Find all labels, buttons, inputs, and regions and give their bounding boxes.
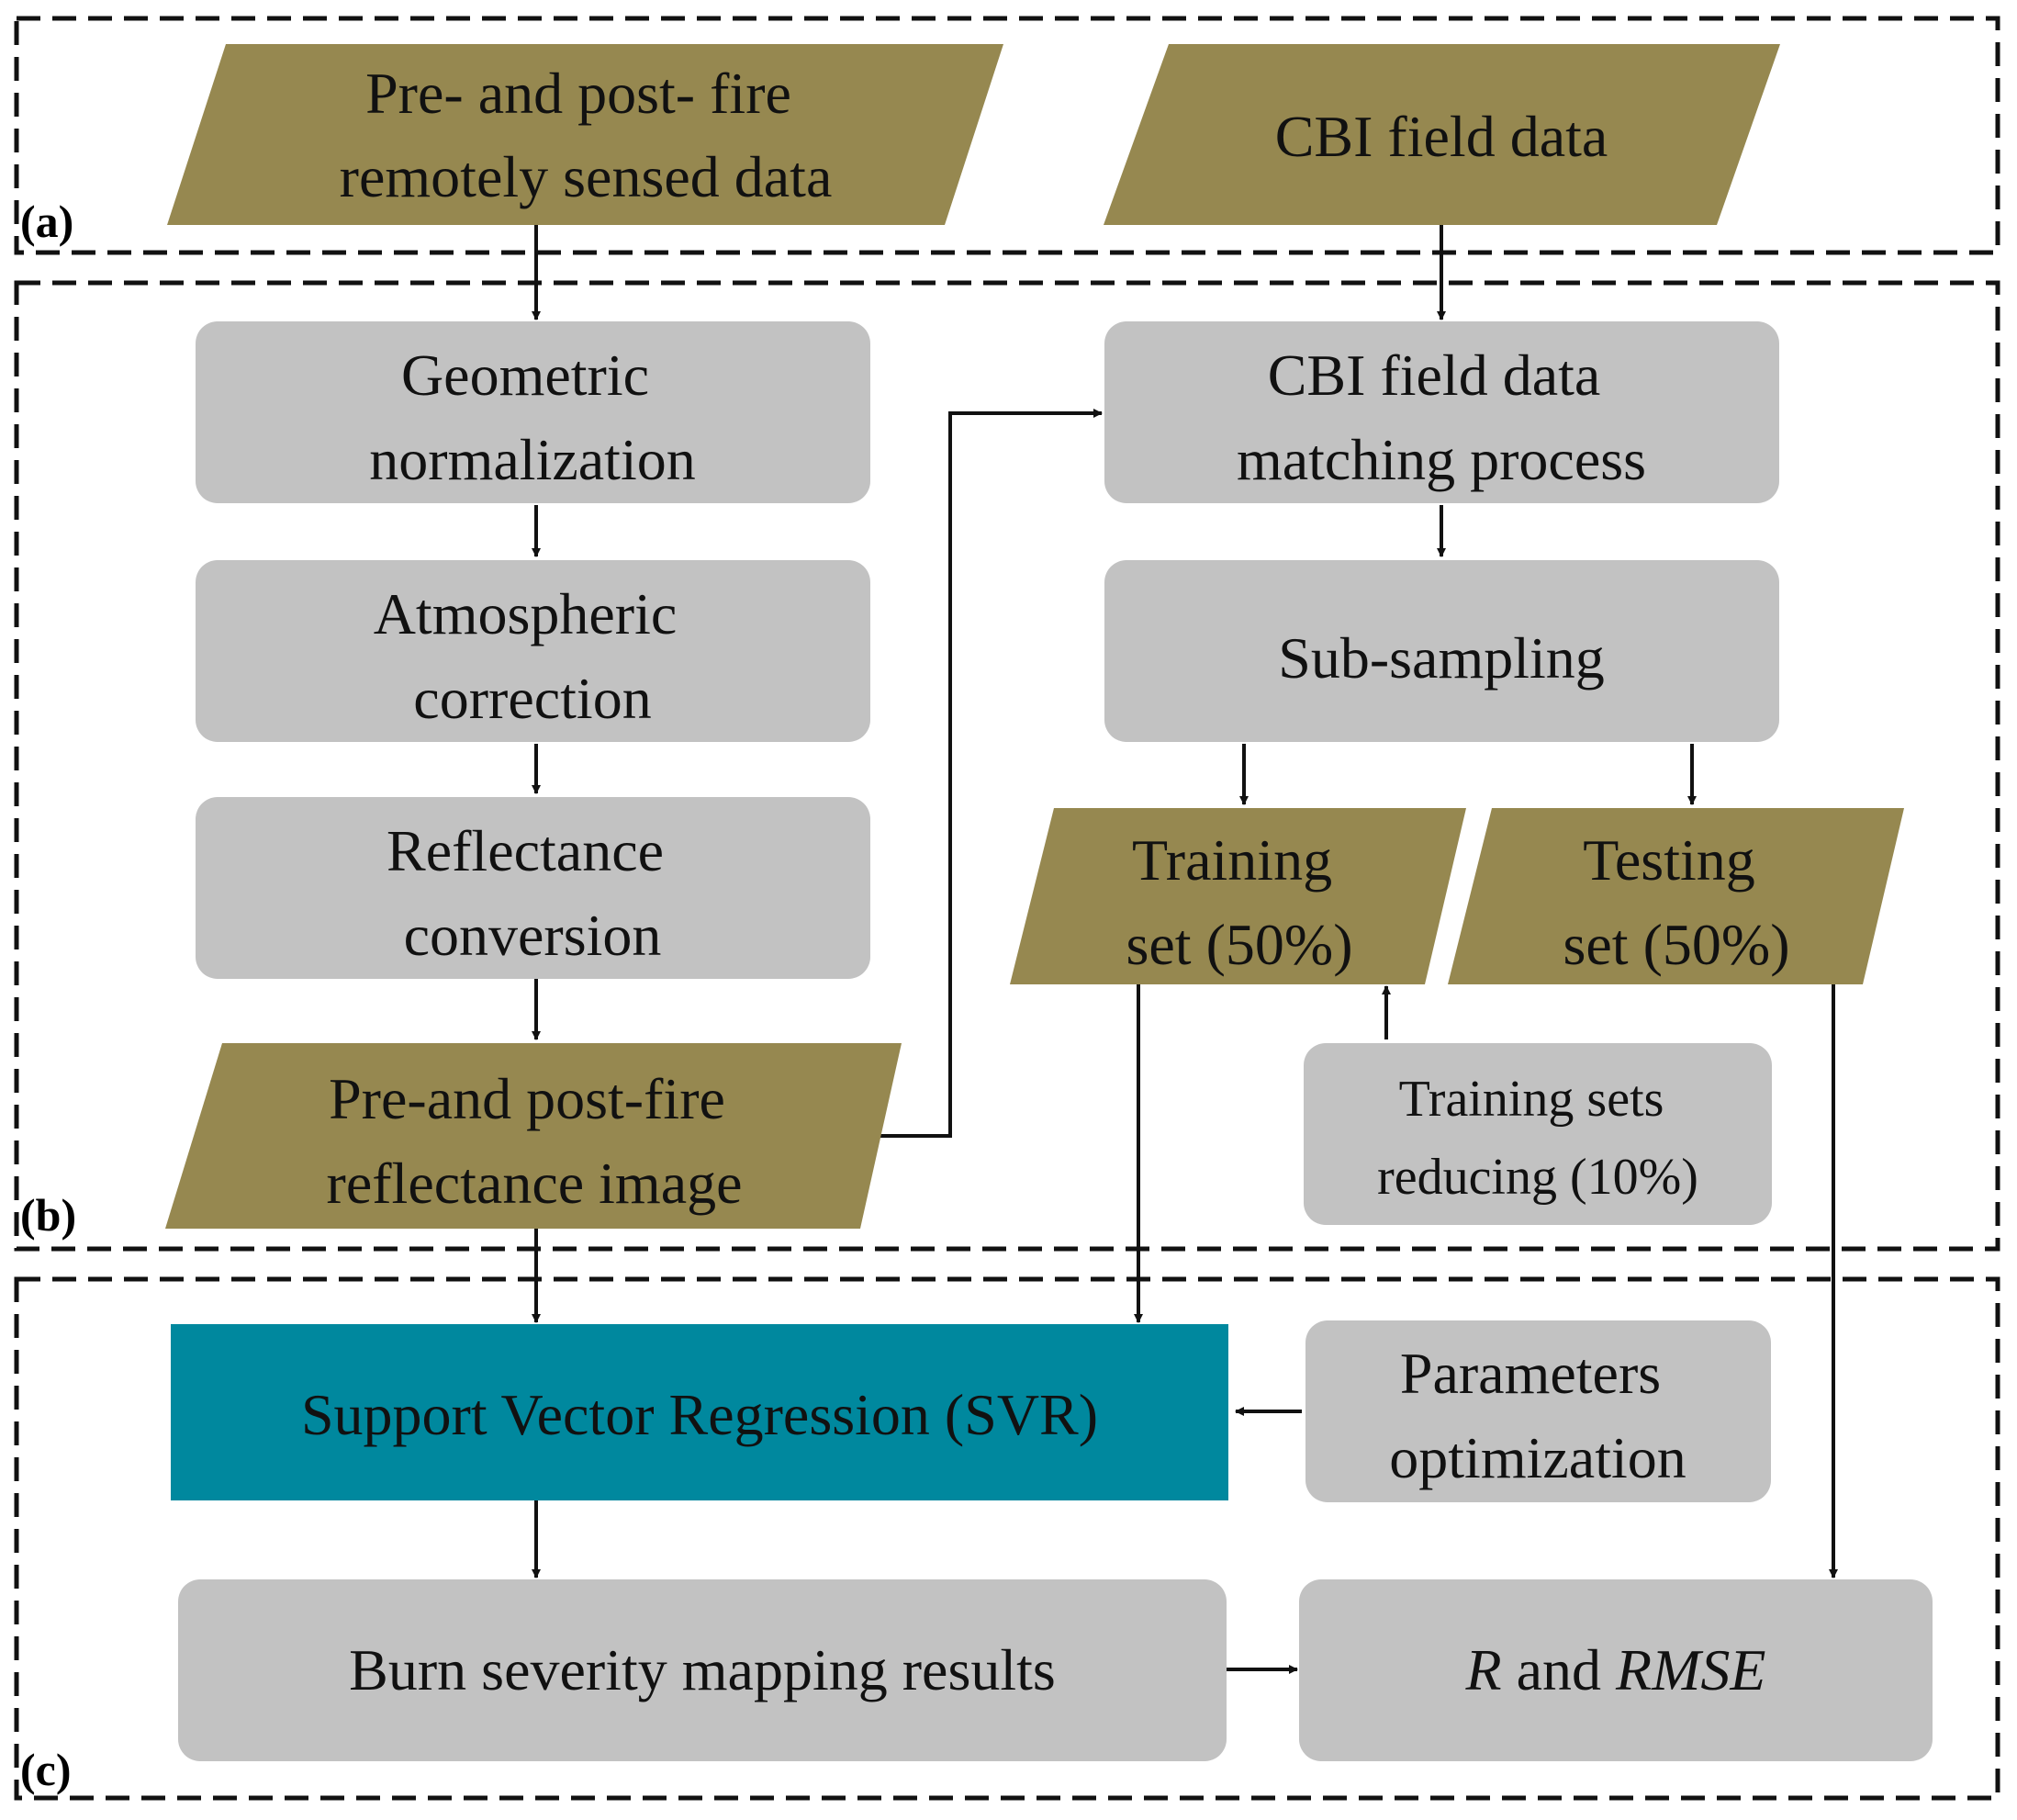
remote-data-line-2: remotely sensed data	[340, 144, 833, 209]
svg-text:Burn severity mapping results: Burn severity mapping results	[349, 1637, 1056, 1702]
svr-shape	[171, 1324, 1228, 1500]
svg-text:Geometric normalization: Geometric normalization	[369, 343, 695, 492]
svg-text:Testing set (50%): Testing set (50%)	[1563, 827, 1789, 977]
geometric-line-1: Geometric	[401, 343, 649, 408]
svg-text:Parameters optimization: Parameters optimization	[1389, 1341, 1686, 1490]
training-set-line-1: Training	[1132, 827, 1332, 893]
svr-line-1: Support Vector Regression (SVR)	[301, 1382, 1098, 1447]
metrics-shape	[1299, 1579, 1933, 1761]
node-r-and-rmse: R and RMSE	[1299, 1579, 1933, 1761]
section-b-label: (b)	[20, 1189, 76, 1241]
geometric-shape	[196, 321, 870, 503]
svg-text:Training set (50%): Training set (50%)	[1126, 827, 1352, 977]
reflectance-conversion-line-1: Reflectance	[387, 818, 664, 883]
metrics-and: and	[1502, 1637, 1616, 1702]
training-set-shape	[1010, 808, 1466, 984]
node-geometric-normalization: Geometric normalization	[196, 321, 870, 503]
burn-results-shape	[178, 1579, 1227, 1761]
svg-text:CBI field data matching: CBI field data matching process	[1237, 343, 1646, 492]
node-remote-data: Pre- and post- fire remotely sensed data	[167, 44, 1003, 225]
reflectance-image-line-1: Pre-and post-fire	[329, 1066, 725, 1131]
testing-set-line-1: Testing	[1583, 827, 1755, 893]
parameters-line-1: Parameters	[1400, 1341, 1661, 1406]
reflectance-image-shape	[165, 1043, 902, 1229]
svg-text:Pre- and post- fire remo: Pre- and post- fire remotely sensed data	[340, 61, 833, 209]
sub-sampling-line-1: Sub-sampling	[1278, 625, 1605, 691]
section-b-frame	[14, 280, 2000, 1252]
node-cbi-matching: CBI field data matching process	[1104, 321, 1779, 503]
node-atmospheric-correction: Atmospheric correction	[196, 560, 870, 742]
parameters-shape	[1305, 1320, 1771, 1502]
atmospheric-line-2: correction	[413, 666, 651, 731]
parameters-line-2: optimization	[1389, 1425, 1686, 1490]
section-a-frame	[14, 16, 2000, 255]
section-c-label: (c)	[20, 1744, 72, 1795]
atmospheric-shape	[196, 560, 870, 742]
reflectance-image-line-2: reflectance image	[327, 1151, 743, 1216]
testing-set-shape	[1448, 808, 1904, 984]
svg-text:Sub-sampling: Sub-sampling	[1278, 625, 1605, 691]
training-set-line-2: set (50%)	[1126, 912, 1352, 977]
training-reducing-shape	[1304, 1043, 1772, 1225]
cbi-matching-line-2: matching process	[1237, 427, 1646, 492]
node-burn-severity-results: Burn severity mapping results	[178, 1579, 1227, 1761]
cbi-matching-line-1: CBI field data	[1268, 343, 1601, 408]
reflectance-conversion-line-2: conversion	[404, 903, 662, 968]
reflectance-conversion-shape	[196, 797, 870, 979]
node-parameters-optimization: Parameters optimization	[1305, 1320, 1771, 1502]
node-testing-set: Testing set (50%)	[1448, 808, 1904, 984]
remote-data-shape	[167, 44, 1003, 225]
node-training-set: Training set (50%)	[1010, 808, 1466, 984]
svg-text:Reflectance conversion: Reflectance conversion	[387, 818, 678, 968]
svg-text:R and RMSE: R and RMSE	[1465, 1637, 1766, 1702]
burn-results-line-1: Burn severity mapping results	[349, 1637, 1056, 1702]
node-reflectance-conversion: Reflectance conversion	[196, 797, 870, 979]
svg-text:Pre-and post-fire reflec: Pre-and post-fire reflectance image	[327, 1066, 743, 1216]
training-reducing-line-2: reducing (10%)	[1377, 1149, 1698, 1206]
svg-text:CBI field data: CBI field data	[1275, 104, 1608, 169]
atmospheric-line-1: Atmospheric	[374, 581, 678, 646]
training-reducing-line-1: Training sets	[1399, 1071, 1664, 1128]
geometric-line-2: normalization	[369, 427, 695, 492]
section-c-frame	[14, 1276, 2000, 1801]
metrics-r: R	[1465, 1637, 1502, 1702]
svg-text:Atmospheric correction: Atmospheric correction	[374, 581, 692, 731]
remote-data-line-1: Pre- and post- fire	[365, 61, 791, 126]
node-cbi-field-data: CBI field data	[1104, 44, 1780, 225]
testing-set-line-2: set (50%)	[1563, 912, 1789, 977]
node-svr: Support Vector Regression (SVR)	[171, 1324, 1228, 1500]
arrow-image-to-matching	[879, 409, 1103, 1138]
cbi-field-data-line-1: CBI field data	[1275, 104, 1608, 169]
section-frames	[14, 16, 2000, 1801]
node-sub-sampling: Sub-sampling	[1104, 560, 1779, 742]
section-a-label: (a)	[20, 196, 73, 247]
node-reflectance-image: Pre-and post-fire reflectance image	[165, 1043, 902, 1229]
cbi-matching-shape	[1104, 321, 1779, 503]
node-training-reducing: Training sets reducing (10%)	[1304, 1043, 1772, 1225]
cbi-field-data-shape	[1104, 44, 1780, 225]
connectors	[532, 225, 1838, 1674]
svg-text:Support Vector Regression (SVR: Support Vector Regression (SVR)	[301, 1382, 1098, 1447]
sub-sampling-shape	[1104, 560, 1779, 742]
svg-text:Training sets reducing (: Training sets reducing (10%)	[1377, 1071, 1698, 1206]
metrics-rmse: RMSE	[1615, 1637, 1766, 1702]
